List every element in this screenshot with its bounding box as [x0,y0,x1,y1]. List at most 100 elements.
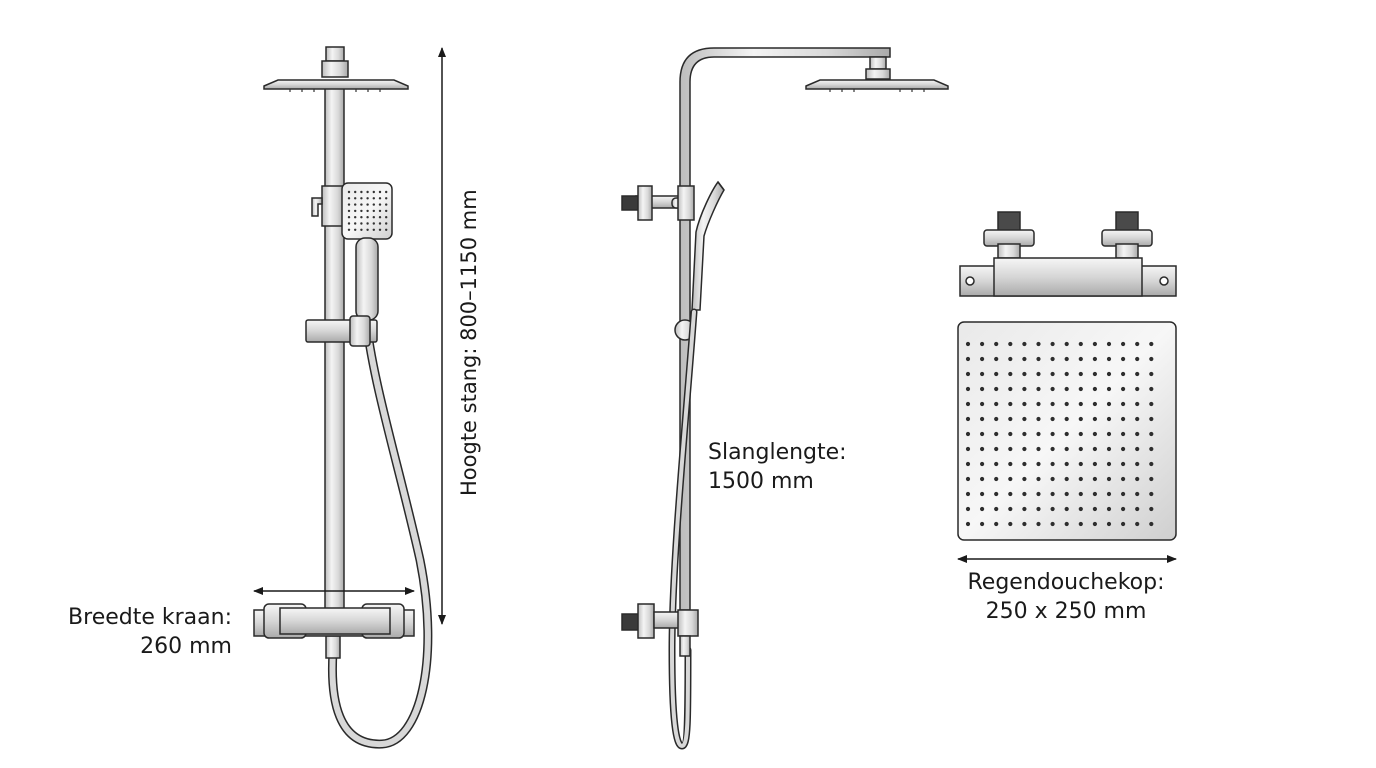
nozzle-dot [1149,356,1154,362]
nozzle-dot [1064,356,1069,362]
nozzle-dot [1106,446,1112,452]
nozzle-dot [366,209,369,213]
nozzle-dot [980,506,985,512]
nozzle-dot [1135,491,1140,497]
nozzle-dot [994,371,999,377]
nozzle-dot [385,222,388,225]
nozzle-dot [1050,416,1055,422]
nozzle-dot [1078,506,1083,512]
nozzle-dot [1092,386,1097,392]
nozzle-dot [372,228,375,231]
nozzle-dot [1064,401,1069,407]
nozzle-dot [1036,401,1041,407]
nozzle-dot [1036,356,1041,362]
nozzle-dot [1078,356,1083,362]
rod-height-label: Hoogte stang: 800–1150 mm [457,189,481,496]
nozzle-dot [1064,491,1069,497]
nozzle-dot [372,222,375,225]
front-rain-head-connector [325,46,345,62]
nozzle-dot [385,197,388,200]
nozzle-dot [360,190,363,194]
nozzle-dot [1036,416,1041,422]
nozzle-dot [1078,401,1083,407]
nozzle-dot [1022,521,1027,527]
nozzle-dot [378,190,382,194]
nozzle-dot [1149,341,1154,347]
side-holder-clamp [677,185,695,221]
nozzle-dot [1078,491,1083,497]
nozzle-dot [366,222,369,225]
nozzle-dot [360,216,363,219]
nozzle-dot [1106,356,1112,362]
nozzle-dot [965,446,971,452]
nozzle-dot [1050,491,1055,497]
nozzle-dot [1106,371,1112,377]
side-hand-shower [691,180,725,311]
nozzle-dot [980,356,985,362]
nozzle-dot [1092,476,1097,482]
nozzle-dot [1121,386,1126,392]
nozzle-dot [1064,341,1069,347]
nozzle-dot [347,209,351,213]
nozzle-dot [1008,371,1013,377]
nozzle-dot [1036,371,1041,377]
nozzle-dot [994,356,999,362]
nozzle-dot [347,203,351,206]
nozzle-dot [1121,356,1126,362]
nozzle-dot [1050,461,1055,467]
rain-head-detail [957,321,1177,541]
nozzle-dot [1135,506,1140,512]
nozzle-dot [354,197,357,200]
nozzle-dot [347,197,351,200]
nozzle-dot [1121,491,1126,497]
nozzle-dot [1092,446,1097,452]
nozzle-dot [1106,506,1112,512]
nozzle-dot [1106,461,1112,467]
nozzle-dot [385,209,388,213]
detail-left-inlet-thread [997,211,1021,233]
nozzle-dot [372,197,375,200]
nozzle-dot [980,431,985,437]
nozzle-dot [1092,521,1097,527]
side-rain-head [805,79,949,90]
nozzle-dot [1022,371,1027,377]
nozzle-dot [1064,416,1069,422]
nozzle-dot [347,222,351,225]
nozzle-dot [994,341,999,347]
nozzle-dot [965,476,971,482]
nozzle-dot [1106,401,1112,407]
nozzle-dot [1050,386,1055,392]
nozzle-dot [372,203,375,206]
nozzle-dot [965,356,971,362]
nozzle-dot [1135,461,1140,467]
nozzle-dot [1008,461,1013,467]
nozzle-dot [965,506,971,512]
front-riser-rod [324,87,345,611]
nozzle-dot [1121,506,1126,512]
nozzle-dot [1064,476,1069,482]
nozzle-dot [385,190,388,194]
nozzle-dot [1008,431,1013,437]
nozzle-dot [354,209,357,213]
front-holder-clamp [321,185,345,227]
nozzle-dot [1022,476,1027,482]
nozzle-dot [994,446,999,452]
nozzle-dot [1078,461,1083,467]
nozzle-dot [354,216,357,219]
nozzle-dot [1008,401,1013,407]
nozzle-dot [1036,446,1041,452]
nozzle-dot [1092,371,1097,377]
nozzle-dot [1106,476,1112,482]
nozzle-dot [965,416,971,422]
nozzle-dot [1050,401,1055,407]
side-view [621,47,949,750]
nozzle-dot [366,190,369,194]
nozzle-dot [965,341,971,347]
nozzle-dot [1064,386,1069,392]
nozzle-dot [994,491,999,497]
nozzle-dot [1092,461,1097,467]
nozzle-dot [1121,461,1126,467]
nozzle-dot [1092,356,1097,362]
nozzle-dot [1121,401,1126,407]
nozzle-dot [1149,446,1154,452]
